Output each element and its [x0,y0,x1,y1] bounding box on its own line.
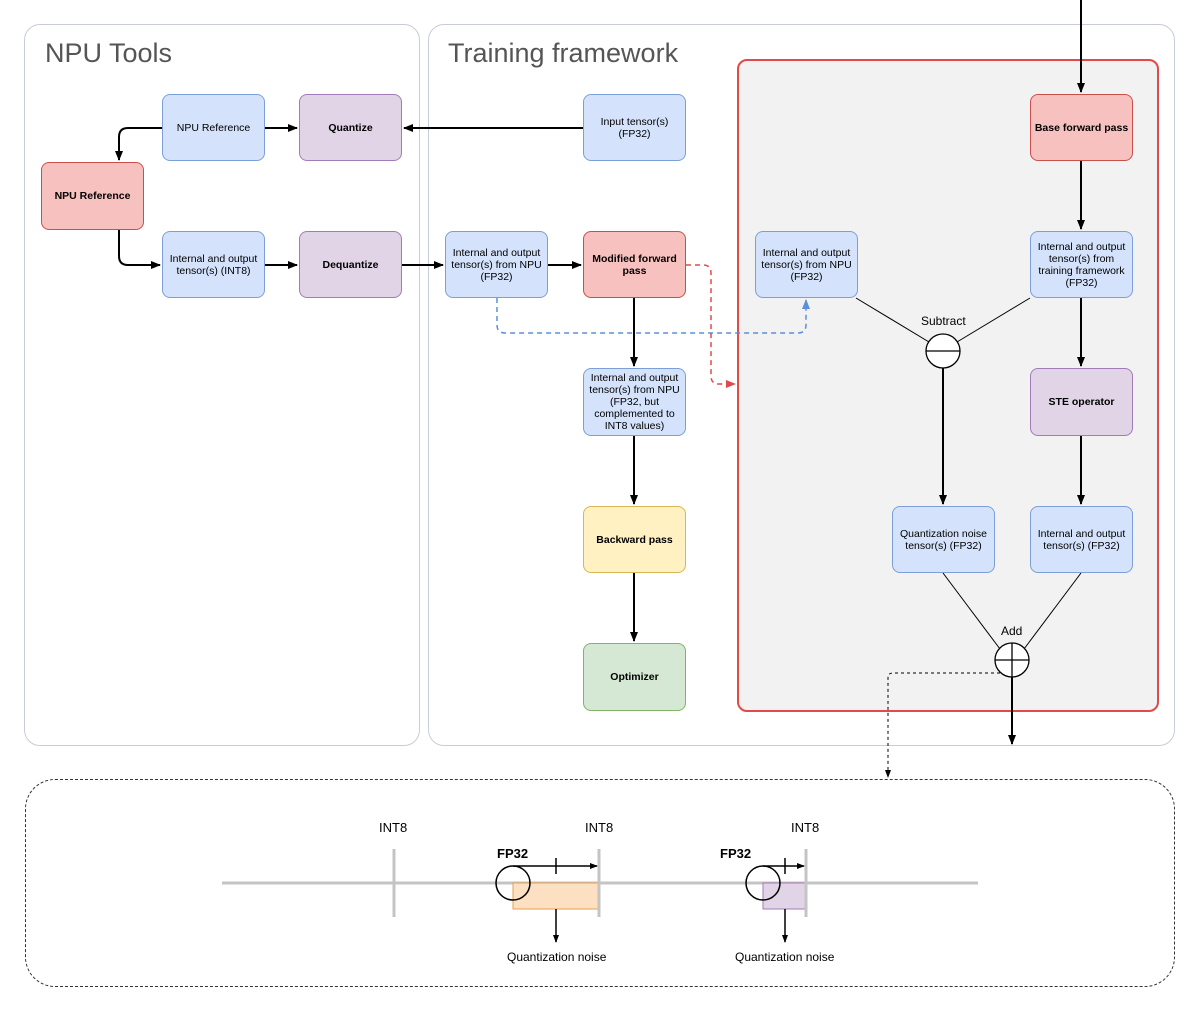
quantization-noise-label-2: Quantization noise [735,950,835,964]
fp32-to-add-line [1023,572,1082,650]
fp32-label-1: FP32 [497,846,529,861]
int8-tensor-node[interactable]: Internal and output tensor(s) (INT8) [162,231,265,298]
input-tensor-node[interactable]: Input tensor(s) (FP32) [583,94,686,161]
training-framework-tensor-node[interactable]: Internal and output tensor(s) from train… [1030,231,1133,298]
inner-npu-to-subtract-line [855,297,930,343]
fp32-label-2: FP32 [720,846,752,861]
modified-forward-pass-node[interactable]: Modified forward pass [583,231,686,298]
quantization-noise-label-1: Quantization noise [507,950,607,964]
quantization-detail-panel [25,779,1175,987]
subtract-label: Subtract [921,314,966,328]
int8-label-1: INT8 [379,820,408,835]
subtract-operator [925,333,961,369]
complemented-tensor-node[interactable]: Internal and output tensor(s) from NPU (… [583,368,686,436]
fp32-from-npu-node[interactable]: Internal and output tensor(s) from NPU (… [445,231,548,298]
add-operator [994,642,1030,678]
int8-label-2: INT8 [585,820,614,835]
quantization-noise-rect-1 [512,882,600,910]
npu-reference-node[interactable]: NPU Reference [162,94,265,161]
ste-operator-node[interactable]: STE operator [1030,368,1133,436]
backward-pass-node[interactable]: Backward pass [583,506,686,573]
npu-ref-to-red-arrow [115,127,162,161]
training-to-subtract-line [956,297,1031,343]
base-forward-pass-node[interactable]: Base forward pass [1030,94,1133,161]
quantize-node[interactable]: Quantize [299,94,402,161]
int8-label-3: INT8 [791,820,820,835]
optimizer-node[interactable]: Optimizer [583,643,686,711]
npu-copy-dashed-arrow [496,298,810,334]
fp32-tensor-node[interactable]: Internal and output tensor(s) (FP32) [1030,506,1133,573]
npu-reference-red-node[interactable]: NPU Reference [41,162,144,230]
dequantize-node[interactable]: Dequantize [299,231,402,298]
inner-from-npu-node[interactable]: Internal and output tensor(s) from NPU (… [755,231,858,298]
add-to-detail-dotted-arrow [885,672,1000,778]
npu-tools-title: NPU Tools [45,38,173,68]
add-label: Add [1001,624,1023,638]
noise-to-add-line [942,572,1001,650]
training-framework-title: Training framework [448,38,679,68]
quantization-noise-rect-2 [762,882,807,910]
quantization-noise-tensor-node[interactable]: Quantization noise tensor(s) (FP32) [892,506,995,573]
red-to-int8-arrow [118,230,161,269]
modified-to-ste-dashed-arrow [686,264,736,388]
